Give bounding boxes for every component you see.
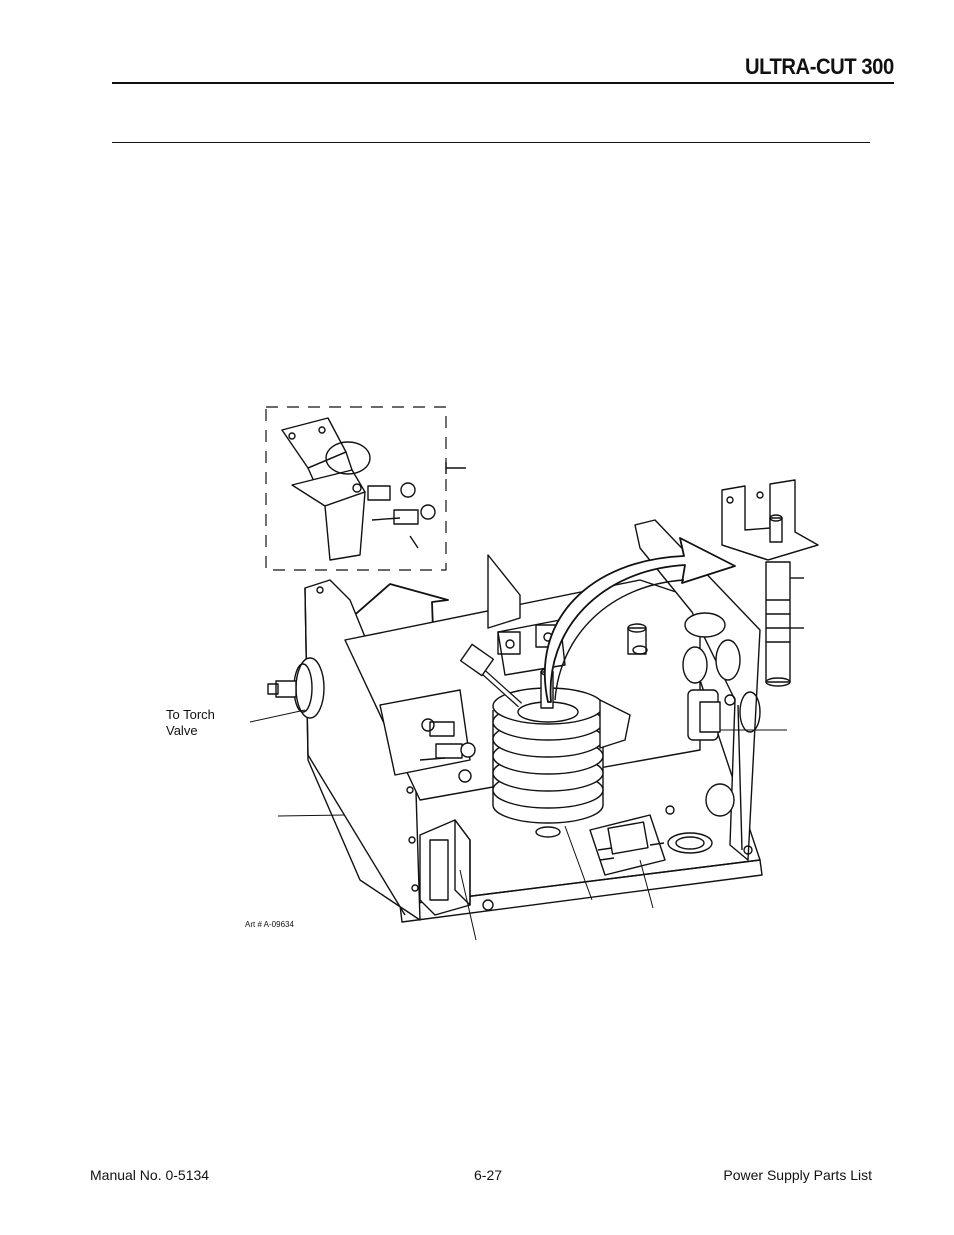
- valve-bracket: [379, 689, 476, 783]
- brand-title: ULTRA-CUT 300: [745, 54, 894, 79]
- inset-valve-bracket: [281, 417, 436, 561]
- footer-section-title: Power Supply Parts List: [723, 1167, 872, 1183]
- torch-valve-callout-line1: To Torch: [166, 707, 215, 722]
- right-arrow: [543, 537, 736, 703]
- screws: [316, 586, 753, 911]
- filter-block: [419, 819, 471, 916]
- pressure-gauge: [267, 657, 325, 719]
- footer-page-number: 6-27: [474, 1167, 503, 1183]
- solenoid-valve: [589, 805, 713, 876]
- header-rule: [112, 82, 894, 84]
- art-number: Art # A-09634: [245, 920, 294, 929]
- callout-lines: [249, 709, 787, 941]
- torch-valve-callout: To Torch Valve: [166, 707, 215, 739]
- inset-detail-box: [265, 406, 447, 571]
- right-panel-components: [682, 612, 761, 817]
- footer-manual-number: Manual No. 0-5134: [90, 1167, 210, 1183]
- rear-fitting: [627, 623, 648, 655]
- section-rule: [112, 142, 870, 143]
- torch-valve-callout-line2: Valve: [166, 723, 198, 738]
- hose-bracket: [721, 479, 819, 687]
